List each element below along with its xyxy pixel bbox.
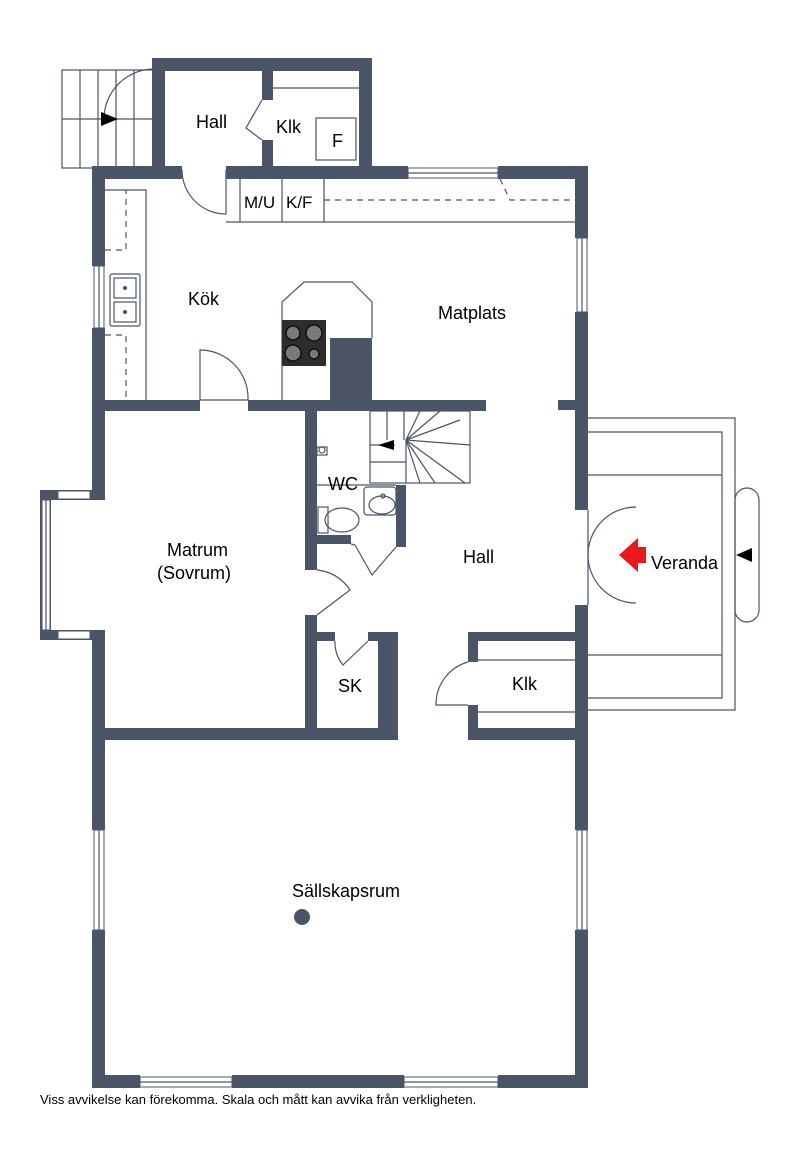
label-sovrum: (Sovrum) xyxy=(157,563,231,583)
label-sallskapsrum: Sällskapsrum xyxy=(292,881,400,901)
label-klk-top: Klk xyxy=(276,117,302,137)
label-kok: Kök xyxy=(188,289,220,309)
label-sk: SK xyxy=(338,676,362,696)
label-hall-top: Hall xyxy=(196,112,227,132)
label-klk-main: Klk xyxy=(512,674,538,694)
interior-doors xyxy=(316,569,575,713)
label-veranda: Veranda xyxy=(651,553,719,573)
walls xyxy=(40,58,588,1088)
entrance-arrow-icon xyxy=(619,538,646,572)
veranda xyxy=(587,417,760,711)
disclaimer-text: Viss avvikelse kan förekomma. Skala och … xyxy=(40,1092,477,1107)
room-marker-icon xyxy=(294,909,310,925)
outer-stairs xyxy=(61,68,155,169)
windows xyxy=(41,167,588,1088)
label-hall-main: Hall xyxy=(463,547,494,567)
label-matrum: Matrum xyxy=(167,540,228,560)
label-f: F xyxy=(332,131,343,151)
label-mu: M/U xyxy=(244,193,275,212)
label-kf: K/F xyxy=(286,193,312,212)
wc-fixtures xyxy=(316,446,397,577)
label-wc: WC xyxy=(328,474,358,494)
kitchen-fixtures xyxy=(105,178,575,401)
label-matplats: Matplats xyxy=(438,303,506,323)
floor-plan: Hall Klk F M/U K/F Kök Matplats WC Matru… xyxy=(40,58,760,1088)
annex-interior xyxy=(181,87,359,215)
inner-stairs xyxy=(369,410,471,484)
